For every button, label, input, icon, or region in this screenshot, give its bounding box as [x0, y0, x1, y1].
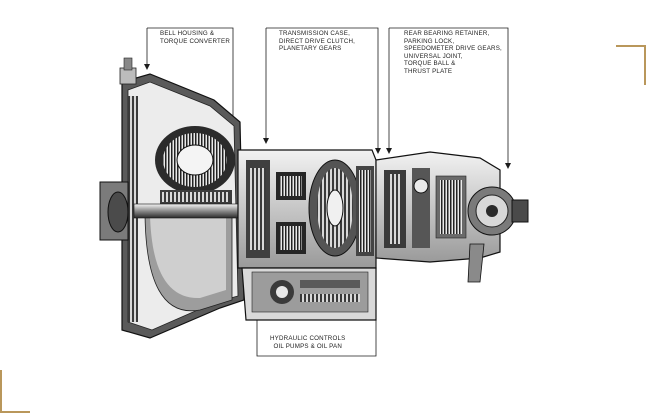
leader-lines: [146, 27, 509, 357]
label-line: HYDRAULIC CONTROLS: [270, 335, 346, 342]
label-line: TORQUE CONVERTER: [160, 37, 231, 45]
frame-top-right-vertical: [644, 45, 646, 85]
input-flange: [99, 57, 137, 241]
label-line: SPEEDOMETER DRIVE GEARS,: [404, 45, 502, 53]
label-line: UNIVERSAL JOINT,: [404, 52, 463, 60]
label-line: REAR BEARING RETAINER,: [404, 30, 490, 37]
label-line: TRANSMISSION CASE,: [279, 30, 350, 37]
label-line: TORQUE BALL &: [404, 60, 456, 68]
label-line: DIRECT DRIVE CLUTCH,: [279, 37, 356, 45]
label-bell-housing: BELL HOUSING & TORQUE CONVERTER: [160, 30, 230, 45]
rear-extension: [375, 151, 529, 283]
label-transmission-case: TRANSMISSION CASE, DIRECT DRIVE CLUTCH, …: [279, 30, 355, 53]
label-line: OIL PUMPS & OIL PAN: [273, 342, 343, 350]
label-line: BELL HOUSING &: [160, 30, 215, 37]
label-rear-assembly: REAR BEARING RETAINER, PARKING LOCK, SPE…: [404, 30, 502, 76]
label-hydraulic: HYDRAULIC CONTROLS OIL PUMPS & OIL PAN: [270, 335, 345, 350]
oil-pan: [241, 267, 377, 321]
label-line: PARKING LOCK,: [404, 37, 455, 45]
frame-bottom-left-vertical: [0, 370, 2, 413]
frame-top-right-horizontal: [616, 45, 646, 47]
label-line: PLANETARY GEARS: [279, 45, 342, 53]
transmission-case: [237, 149, 377, 269]
label-line: THRUST PLATE: [404, 67, 453, 75]
frame-bottom-left-horizontal: [0, 411, 30, 413]
